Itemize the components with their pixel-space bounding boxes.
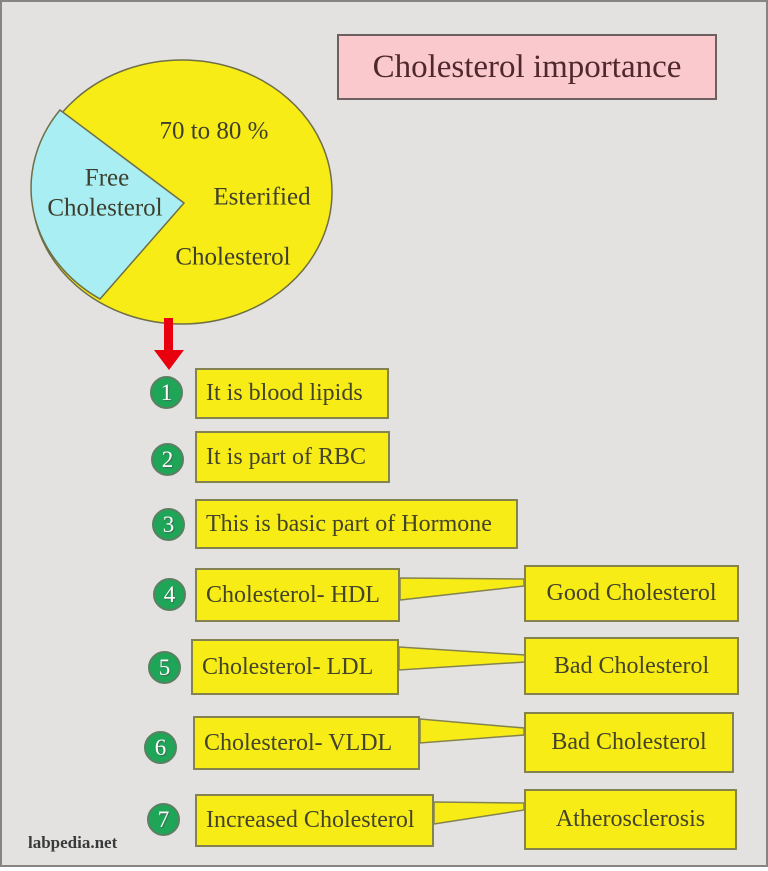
item-box-hdl: Cholesterol- HDL — [195, 568, 400, 622]
item-box-blood-lipids: It is blood lipids — [195, 368, 389, 419]
pie-slice-free — [30, 108, 186, 300]
item-box-ldl: Cholesterol- LDL — [191, 639, 399, 695]
connector-wedge-ldl — [398, 646, 526, 671]
pie-esterified-label-line1: Esterified — [213, 183, 311, 211]
item-box-rbc: It is part of RBC — [195, 431, 390, 483]
result-box-bad-cholesterol-vldl: Bad Cholesterol — [524, 712, 734, 773]
pie-free-label-line1: Free — [84, 164, 130, 192]
down-arrow-head — [154, 350, 184, 370]
result-box-bad-cholesterol-ldl: Bad Cholesterol — [524, 637, 739, 695]
item-number-badge-3: 3 — [152, 508, 185, 541]
item-number-badge-2: 2 — [151, 443, 184, 476]
item-box-hormone: This is basic part of Hormone — [195, 499, 518, 549]
connector-wedge-hdl — [399, 577, 525, 601]
pie-free-label-line2: Cholesterol — [47, 194, 163, 222]
item-box-increased-cholesterol: Increased Cholesterol — [195, 794, 434, 847]
pie-percent-label: 70 to 80 % — [159, 117, 269, 145]
page-title: Cholesterol importance — [337, 34, 717, 100]
result-box-atherosclerosis: Atherosclerosis — [524, 789, 737, 850]
result-box-good-cholesterol: Good Cholesterol — [524, 565, 739, 622]
item-box-vldl: Cholesterol- VLDL — [193, 716, 420, 770]
down-arrow-shaft — [164, 318, 173, 352]
connector-wedge-vldl — [419, 718, 525, 744]
item-number-badge-5: 5 — [148, 651, 181, 684]
item-number-badge-6: 6 — [144, 731, 177, 764]
pie-esterified-label-line2: Cholesterol — [175, 243, 291, 271]
item-number-badge-1: 1 — [150, 376, 183, 409]
item-number-badge-7: 7 — [147, 803, 180, 836]
connector-wedge-atherosclerosis — [433, 801, 525, 825]
item-number-badge-4: 4 — [153, 578, 186, 611]
watermark-labpedia: labpedia.net — [28, 833, 118, 852]
